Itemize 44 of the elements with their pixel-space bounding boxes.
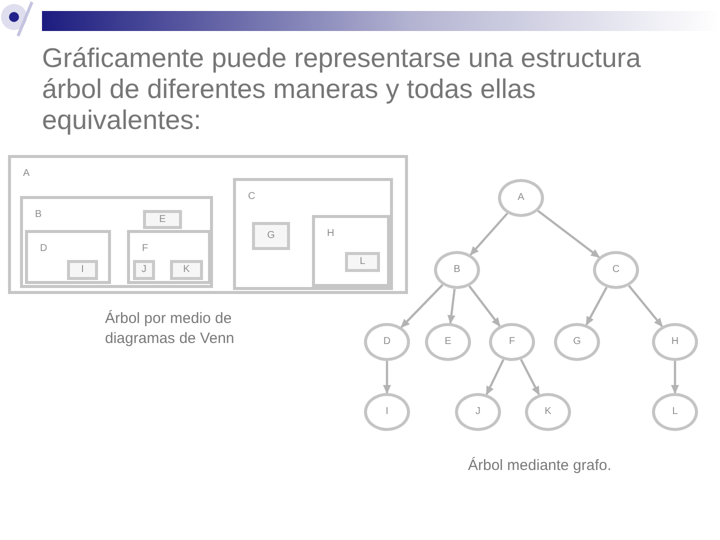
node-circle: D — [364, 323, 410, 361]
set-label: A — [23, 169, 30, 179]
set-box: E — [143, 210, 182, 229]
set-box: I — [67, 260, 98, 280]
caption-text: Árbol mediante grafo. — [468, 456, 612, 476]
set-box: J — [133, 260, 155, 280]
set-box — [233, 178, 393, 290]
set-box: L — [345, 252, 380, 272]
arrow — [486, 359, 504, 396]
arrow — [447, 288, 456, 324]
arrow — [537, 210, 600, 258]
node-circle: K — [525, 393, 571, 431]
caption-text: Árbol por medio de diagramas de Venn — [105, 309, 236, 349]
arrow — [671, 361, 679, 394]
set-box: K — [170, 260, 203, 280]
set-box — [25, 230, 111, 284]
arrow — [585, 286, 608, 326]
set-box — [127, 230, 211, 284]
node-circle: F — [489, 323, 535, 361]
set-label: D — [40, 244, 48, 254]
arrow — [383, 361, 391, 394]
arrow — [468, 285, 501, 327]
node-circle: G — [554, 323, 600, 361]
title-text: Gráficamente puede representarse una estructura árbol de diferentes maneras y todas ellas equivalentes: — [42, 43, 642, 136]
node-circle: H — [652, 323, 698, 361]
set-box — [312, 215, 390, 287]
arrow — [470, 212, 508, 256]
node-circle: I — [364, 393, 410, 431]
arrow — [628, 285, 663, 328]
set-box — [20, 196, 213, 288]
set-label: H — [327, 229, 334, 239]
node-circle: E — [425, 323, 471, 361]
set-label: C — [248, 192, 256, 202]
node-circle: C — [593, 251, 639, 289]
node-circle: A — [498, 179, 544, 217]
set-box — [8, 155, 408, 294]
set-label: B — [35, 210, 42, 220]
set-box: G — [252, 222, 290, 250]
node-circle: J — [455, 393, 501, 431]
arrow — [520, 359, 540, 396]
set-label: F — [142, 244, 148, 254]
node-circle: B — [434, 251, 480, 289]
node-circle: L — [652, 393, 698, 431]
arrow — [400, 284, 444, 328]
